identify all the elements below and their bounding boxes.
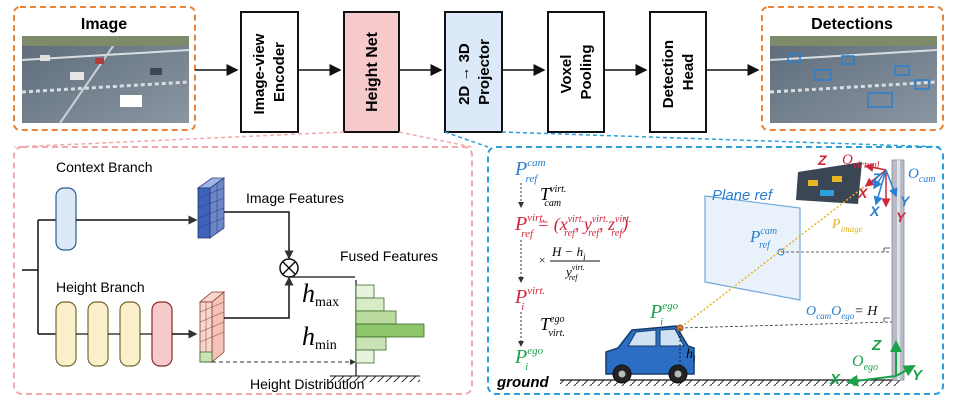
- projector-label-line1: 2D → 3D: [456, 43, 473, 105]
- image-view-encoder-block: Image-view Encoder: [240, 11, 299, 133]
- height-conv-block-4: [151, 301, 173, 367]
- scale-factor: × H − hi yvirt.ref: [538, 244, 600, 282]
- o-ego-label: Oego: [852, 353, 878, 373]
- t-cam-virt: Tvirt.cam: [540, 184, 566, 209]
- svg-text:yvirt.ref: yvirt.ref: [564, 263, 585, 282]
- voxel-pooling-block: Voxel Pooling: [547, 11, 605, 133]
- svg-text:Y: Y: [912, 367, 924, 384]
- svg-text:Detection Head: Detection Head: [660, 36, 697, 109]
- height-net-block: Height Net: [343, 11, 400, 133]
- height-histogram: [330, 280, 425, 382]
- svg-text:×: ×: [538, 253, 546, 267]
- h-max-label: hmax: [302, 279, 339, 310]
- h-i-label: hi: [686, 347, 696, 364]
- virtual-image-plane: [796, 162, 862, 204]
- svg-text:Y: Y: [896, 209, 907, 225]
- height-conv-block-2: [87, 301, 109, 367]
- svg-text:Z: Z: [817, 152, 827, 168]
- svg-text:X: X: [869, 203, 881, 219]
- projector-label-line2: Projector: [476, 39, 493, 105]
- projector-block: 2D → 3D Projector: [444, 11, 503, 133]
- camera-pole: [891, 159, 905, 381]
- svg-text:X: X: [829, 371, 841, 388]
- svg-text:X: X: [857, 185, 869, 201]
- head-label-line2: Head: [680, 54, 697, 91]
- p-i-virt: Pvirt.i: [514, 285, 545, 313]
- image-title: Image: [81, 16, 127, 33]
- image-features-grid: [196, 177, 226, 239]
- p-ref-virt-equation: Pvirt.ref= (xvirt.ref, yvirt.ref, zvirt.…: [514, 212, 631, 240]
- p-image-label: Pimage: [831, 217, 863, 234]
- height-conv-block-3: [119, 301, 141, 367]
- detection-head-block: Detection Head: [649, 11, 707, 133]
- ground-label: ground: [496, 374, 549, 391]
- h-min-label: hmin: [302, 322, 337, 353]
- height-distribution-label: Height Distribution: [250, 376, 364, 392]
- detections-image-thumbnail: [769, 36, 938, 123]
- traffic-image-thumbnail: [21, 35, 190, 124]
- svg-text:Z: Z: [871, 170, 881, 186]
- detections-image-box: Detections: [761, 6, 944, 131]
- svg-text:Voxel Pooling: Voxel Pooling: [558, 45, 595, 100]
- image-features-label: Image Features: [246, 190, 344, 206]
- context-branch-label: Context Branch: [56, 159, 153, 175]
- height-features-grid: [198, 291, 226, 363]
- encoder-label-line2: Encoder: [271, 42, 288, 102]
- svg-text:2D → 3D Projector: 2D → 3D Projector: [456, 39, 493, 105]
- svg-text:Y: Y: [900, 193, 911, 209]
- ego-axes: Z X Y: [829, 337, 924, 388]
- plane-ref-surface: [704, 195, 801, 301]
- input-image-box: Image: [13, 6, 196, 131]
- height-branch-label: Height Branch: [56, 279, 145, 295]
- car-illustration: [605, 324, 695, 384]
- encoder-label-line1: Image-view: [251, 33, 268, 114]
- context-conv-block: [55, 187, 77, 251]
- virtual-camera-axes: Z X Y X Y Z: [817, 152, 911, 225]
- detections-title: Detections: [811, 16, 893, 33]
- head-label-line1: Detection: [660, 40, 677, 108]
- fused-features-label: Fused Features: [340, 248, 438, 264]
- plane-ref-label: Plane ref: [712, 187, 774, 204]
- o-virtual-label: Ovirtual: [842, 152, 880, 171]
- ocam-oego-equation: OcamOego= H: [806, 304, 878, 321]
- height-net-detail-panel: Context Branch Image Features Height Bra…: [13, 146, 473, 395]
- voxel-label-line2: Pooling: [578, 45, 595, 100]
- projection-ray: [679, 169, 887, 329]
- height-conv-block-1: [55, 301, 77, 367]
- voxel-label-line1: Voxel: [558, 55, 575, 94]
- svg-text:H − hi: H − hi: [551, 244, 586, 262]
- svg-text:Image-view Encoder: Image-view Encoder: [251, 29, 288, 114]
- svg-text:Z: Z: [871, 337, 882, 354]
- o-cam-label: Ocam: [908, 166, 936, 185]
- height-net-label: Height Net: [364, 31, 381, 112]
